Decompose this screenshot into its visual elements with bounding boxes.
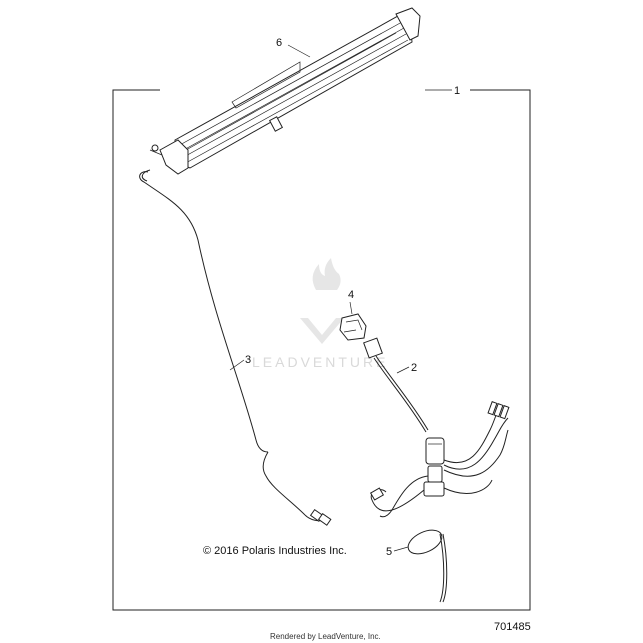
callout-6: 6 (276, 37, 282, 49)
leader-line-4 (349, 301, 353, 315)
copyright-text: © 2016 Polaris Industries Inc. (203, 545, 347, 557)
callout-2: 2 (411, 362, 417, 374)
rendered-by-text: Rendered by LeadVenture, Inc. (270, 632, 381, 641)
leader-line-6 (287, 44, 311, 58)
callout-1: 1 (454, 85, 460, 97)
leadventure-watermark: LEADVENTURE (252, 258, 388, 370)
leader-line-2 (396, 366, 410, 374)
leader-line-3 (229, 359, 245, 371)
callout-4: 4 (348, 289, 354, 301)
light-bar (149, 7, 421, 175)
callout-5: 5 (386, 546, 392, 558)
cable-tie-item-5 (407, 529, 448, 603)
leader-line-5 (393, 546, 409, 552)
harness-item-2 (363, 337, 510, 518)
switch-item-4 (339, 313, 367, 341)
watermark-text: LEADVENTURE (252, 354, 388, 370)
harness-item-3 (139, 169, 332, 526)
part-number: 701485 (494, 621, 531, 633)
kit-border-box (112, 89, 531, 611)
callout-3: 3 (245, 354, 251, 366)
